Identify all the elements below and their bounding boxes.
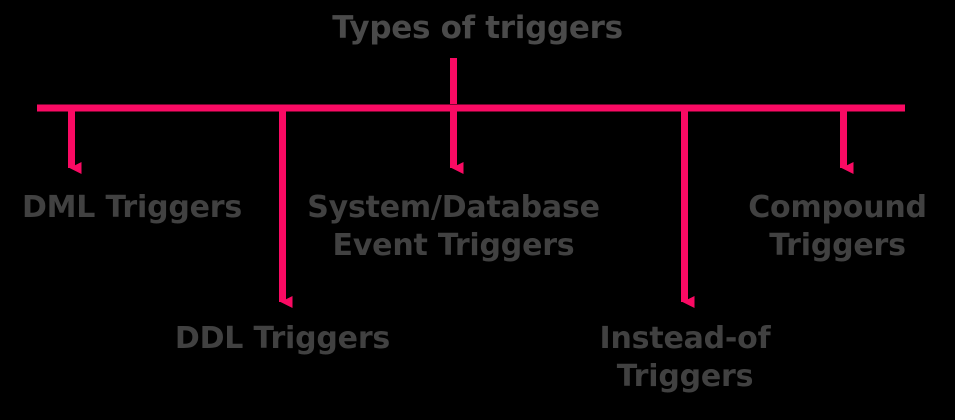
node-label-ddl-triggers: DDL Triggers (174, 321, 391, 356)
node-label-compound-triggers: Compound Triggers (748, 190, 927, 264)
node-label-system-database-event-triggers: System/Database Event Triggers (307, 190, 600, 264)
node-label-dml-triggers: DML Triggers (21, 190, 243, 225)
diagram-title: Types of triggers (332, 10, 623, 46)
node-label-instead-of-triggers: Instead-of Triggers (599, 321, 771, 395)
